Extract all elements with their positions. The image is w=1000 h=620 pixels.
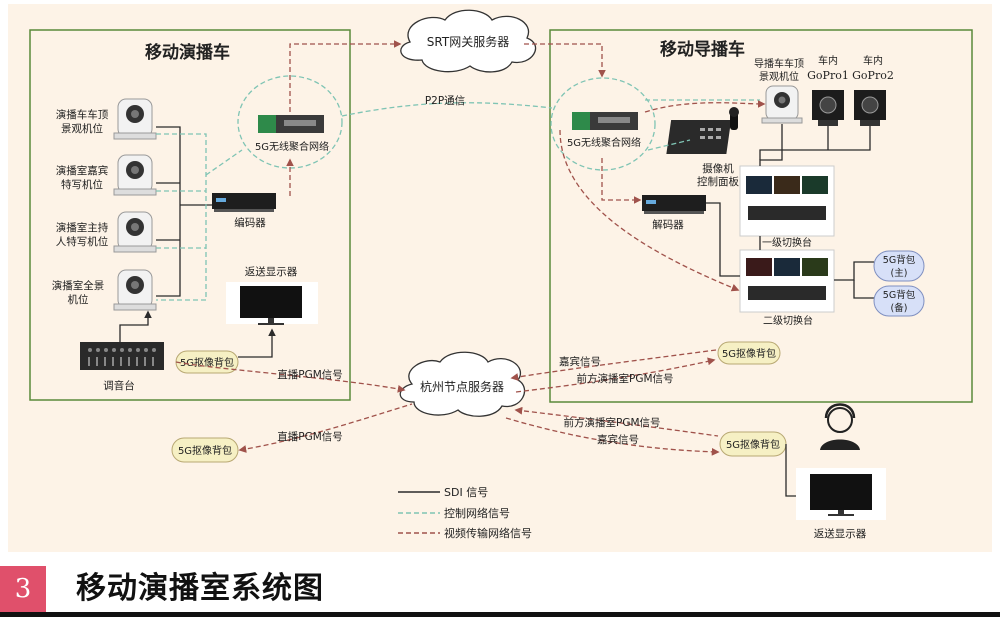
right-roof-camera: [761, 85, 803, 124]
encoder-device: [212, 193, 276, 212]
gopro-2-label-1: 车内: [863, 54, 883, 67]
gopro-2-label-2: GoPro2: [852, 69, 894, 82]
right-roof-camera-label-2: 景观机位: [759, 70, 799, 83]
outside-backpack-right-label: 5G抠像背包: [726, 438, 780, 451]
backpack-backup-label-1: 5G背包: [883, 289, 916, 301]
gopro-1-label-1: 车内: [818, 54, 838, 67]
left-camera-2-label-2: 特写机位: [61, 178, 103, 191]
camera-control-panel: [666, 107, 739, 154]
left-camera-2: [113, 154, 157, 196]
left-camera-4: [113, 269, 157, 311]
backpack-to-monitor-line: [238, 328, 276, 358]
wan-video-lines: [175, 40, 720, 456]
hangzhou-server-label: 杭州节点服务器: [420, 379, 504, 394]
left-camera-3-label-1: 演播室主持: [56, 221, 109, 234]
right-router-oval: [550, 77, 656, 171]
p2p-link: [341, 102, 553, 117]
guest-signal-label-1: 嘉宾信号: [559, 355, 601, 368]
camera-control-label-1: 摄像机: [702, 162, 734, 175]
decoder-label: 解码器: [652, 218, 684, 231]
legend-control-label: 控制网络信号: [444, 506, 510, 520]
outside-backpack-left: [171, 437, 239, 463]
front-pgm-label-1: 前方演播室PGM信号: [576, 372, 673, 385]
switcher-1-label: 一级切换台: [762, 236, 812, 249]
right-5g-router: [572, 112, 638, 130]
left-control-lines: [156, 133, 243, 301]
left-camera-4-label-1: 演播室全景: [52, 279, 105, 292]
left-sdi-lines: [156, 126, 212, 297]
front-pgm-label-2: 前方演播室PGM信号: [563, 416, 660, 429]
camera-control-label-2: 控制面板: [697, 175, 739, 188]
left-truck-title: 移动演播车: [145, 42, 230, 63]
live-pgm-label-2: 直播PGM信号: [277, 430, 343, 443]
switcher-2: [739, 249, 835, 313]
left-router-label: 5G无线聚合网络: [255, 140, 329, 153]
right-truck-box: [549, 29, 973, 403]
right-control-lines: [645, 99, 760, 151]
gopro-1: [812, 90, 844, 126]
right-video-lines: [559, 100, 766, 292]
backpack-backup-label-2: (备): [891, 302, 908, 314]
legend-sdi-label: SDI 信号: [444, 486, 488, 499]
left-backpack-1-label: 5G抠像背包: [180, 356, 234, 369]
switcher-1: [739, 165, 835, 237]
srt-server-label: SRT网关服务器: [427, 34, 509, 49]
legend: SDI 信号 控制网络信号 视频传输网络信号: [398, 486, 532, 540]
left-5g-router: [258, 115, 324, 133]
hangzhou-server-cloud: 杭州节点服务器: [399, 351, 526, 417]
backpack-main-label-2: (主): [891, 267, 908, 279]
encoder-label: 编码器: [234, 216, 266, 229]
section-title: 移动演播室系统图: [76, 571, 324, 606]
backpack-main: [873, 250, 925, 282]
right-return-monitor: [796, 468, 886, 520]
left-camera-4-label-2: 机位: [68, 293, 89, 306]
mixer-label: 调音台: [103, 379, 135, 392]
mixer-to-camera-line: [119, 310, 152, 342]
right-truck-title: 移动导播车: [660, 39, 745, 60]
right-sdi-lines: [706, 124, 874, 299]
left-camera-1: [113, 98, 157, 140]
mixer-device: [80, 342, 164, 370]
p2p-label: P2P通信: [425, 95, 465, 107]
live-pgm-label-1: 直播PGM信号: [277, 368, 343, 381]
section-number: 3: [0, 566, 46, 612]
srt-server-cloud: SRT网关服务器: [400, 9, 537, 73]
backpack-main-label-1: 5G背包: [883, 254, 916, 266]
backpack-backup: [873, 285, 925, 317]
right-backpack-1-label: 5G抠像背包: [722, 347, 776, 360]
left-camera-1-label-1: 演播车车顶: [56, 108, 109, 121]
left-camera-1-label-2: 景观机位: [61, 122, 103, 135]
legend-video-label: 视频传输网络信号: [444, 526, 532, 540]
outside-backpack-left-label: 5G抠像背包: [178, 444, 232, 457]
right-router-label: 5G无线聚合网络: [567, 136, 641, 149]
decoder-device: [642, 195, 706, 214]
section-rule: [0, 612, 1000, 617]
left-camera-3: [113, 211, 157, 253]
left-camera-2-label-1: 演播室嘉宾: [56, 164, 109, 177]
right-backpack-1: [717, 341, 781, 365]
left-return-monitor-label: 返送显示器: [245, 265, 298, 278]
guest-signal-label-2: 嘉宾信号: [597, 433, 639, 446]
left-truck-box: [29, 29, 351, 401]
right-return-monitor-label: 返送显示器: [814, 527, 867, 540]
gopro-2: [854, 90, 886, 126]
gopro-1-label-2: GoPro1: [807, 69, 849, 82]
right-roof-camera-label-1: 导播车车顶: [754, 57, 804, 70]
left-camera-3-label-2: 人特写机位: [56, 235, 109, 248]
left-return-monitor: [226, 282, 318, 325]
switcher-2-label: 二级切换台: [763, 314, 813, 327]
host-person-icon: [820, 403, 860, 450]
